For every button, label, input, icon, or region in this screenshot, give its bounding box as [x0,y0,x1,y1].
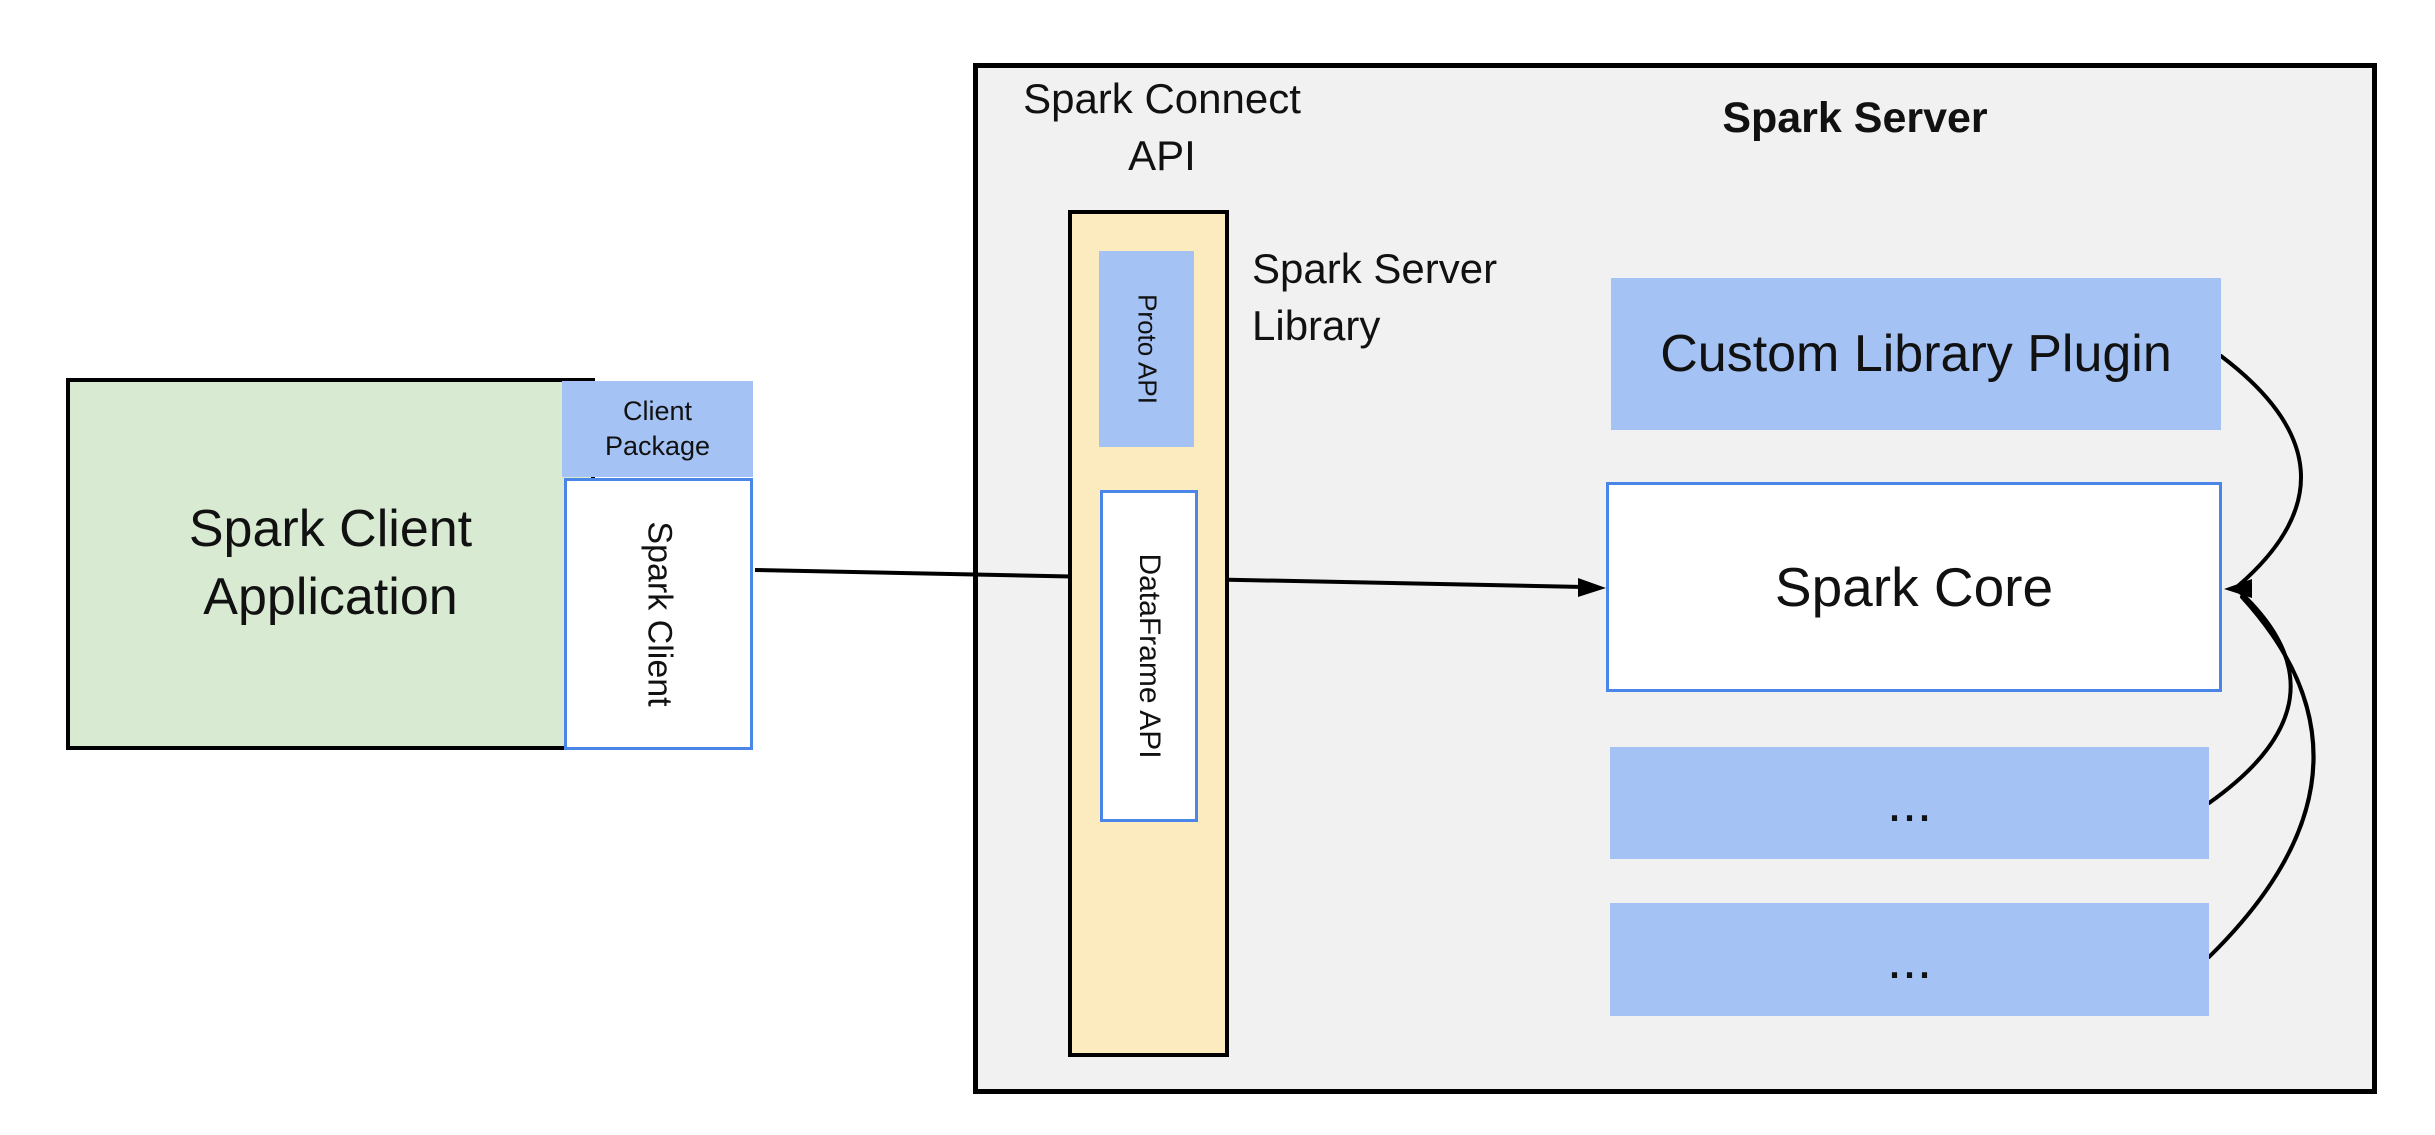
spark-client-box: Spark Client [564,478,753,750]
more-plugins-box-2: ... [1610,903,2209,1016]
dataframe-api-label: DataFrame API [1133,553,1166,759]
proto-api-label: Proto API [1132,294,1162,404]
spark-core-box: Spark Core [1606,482,2222,692]
dataframe-api-box: DataFrame API [1100,490,1198,822]
spark-connect-api-heading: Spark Connect API [1000,70,1324,184]
app-label-line2: Application [203,568,458,626]
morebox1-to-core-arc [2207,590,2293,805]
spark-server-library-label: Spark Server Library [1252,240,1592,354]
spark-client-application-label: Spark Client Application [189,496,472,631]
spark-core-label: Spark Core [1774,556,2054,618]
app-label-line1: Spark Client [188,500,473,559]
client-package-label-line1: Client [622,396,693,426]
more-plugins-label-1: ... [1886,773,1932,833]
more-plugins-label-2: ... [1886,929,1932,990]
library-label-line2: Library [1252,302,1381,349]
more-plugins-box-1: ... [1610,747,2209,859]
client-package-label-line2: Package [604,431,711,461]
spark-client-application-box: Spark Client Application [66,378,595,750]
spark-server-title: Spark Server [1722,94,1988,142]
custom-library-plugin-box: Custom Library Plugin [1611,278,2221,430]
plugin-to-core-arc [2219,354,2303,588]
spark-client-label: Spark Client [640,521,678,707]
custom-library-plugin-label: Custom Library Plugin [1660,325,2172,383]
proto-api-box: Proto API [1099,251,1194,447]
library-label-line1: Spark Server [1252,245,1498,292]
client-package-box: Client Package [562,381,753,477]
morebox2-to-core-arc [2207,595,2316,959]
client-to-core-arrowhead [1578,578,1606,597]
connect-heading-line2: API [1128,132,1196,179]
connect-heading-line1: Spark Connect [1023,75,1301,122]
core-right-arrowhead [2224,579,2252,598]
